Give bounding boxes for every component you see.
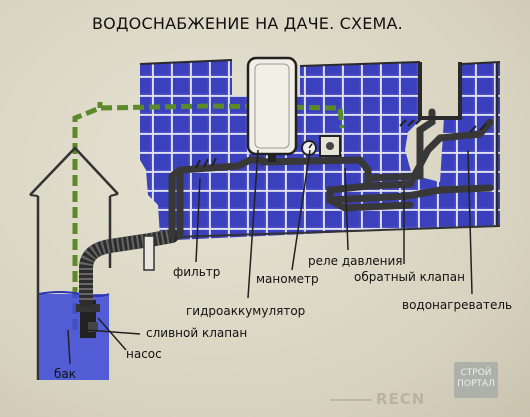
well-house (29, 146, 119, 380)
label-manometer: манометр (256, 272, 319, 286)
label-water-heater: водонагреватель (402, 298, 513, 312)
page-title: ВОДОСНАБЖЕНИЕ НА ДАЧЕ. СХЕМА. (92, 14, 403, 33)
portal-badge: СТРОЙ ПОРТАЛ (454, 362, 498, 398)
label-drain-valve: сливной клапан (146, 326, 248, 340)
leader-lines (67, 149, 473, 365)
badge-line-1: СТРОЙ (460, 368, 492, 378)
label-pressure-relay: реле давления (308, 254, 403, 268)
hydro-accumulator-tank (246, 56, 298, 162)
watermark-logo: RECN (376, 390, 426, 408)
label-check-valve: обратный клапан (354, 270, 465, 284)
power-cable (72, 102, 345, 330)
label-accumulator: гидроаккумулятор (186, 304, 306, 318)
badge-line-2: ПОРТАЛ (457, 379, 495, 389)
floor-line (144, 225, 501, 239)
pump-icon (76, 300, 100, 338)
label-pump: насос (126, 347, 162, 361)
label-filter: фильтр (173, 265, 221, 279)
drain-stub (143, 235, 155, 271)
water-heater-pipes (418, 62, 462, 120)
label-tank: бак (54, 367, 77, 381)
supply-pipe (79, 229, 179, 307)
pipe-fittings (195, 117, 487, 169)
pressure-relay-icon (319, 135, 341, 157)
